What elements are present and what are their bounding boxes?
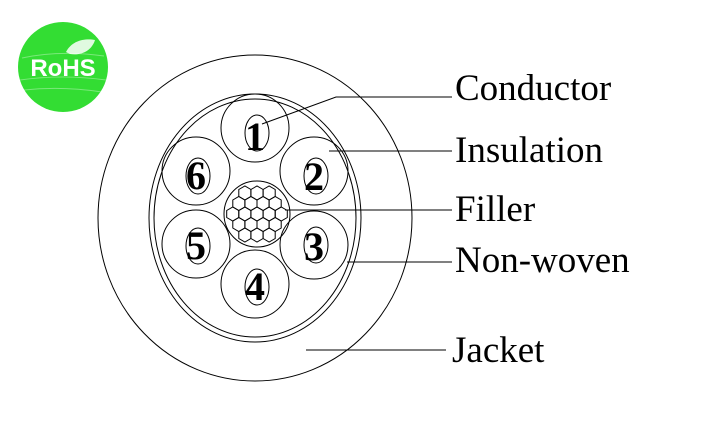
central-filler [223, 180, 291, 248]
core-2: 2 [279, 136, 349, 206]
jacket-outer [97, 54, 413, 382]
leaf-icon [66, 39, 95, 55]
core-5: 5 [161, 209, 231, 279]
filler-hex-cell [250, 227, 264, 243]
core-1: 1 [220, 93, 290, 163]
core-number-1: 1 [245, 114, 265, 159]
leader-conductor [261, 96, 452, 125]
label-nonwoven: Non-woven [455, 240, 630, 281]
rohs-badge-text: RoHS [30, 55, 95, 82]
core-number-2: 2 [304, 154, 324, 199]
core-number-6: 6 [186, 153, 206, 198]
core-6: 6 [161, 136, 231, 206]
label-filler: Filler [455, 189, 535, 230]
filler-hex-cell [262, 227, 276, 243]
label-insulation: Insulation [455, 130, 603, 171]
core-number-5: 5 [186, 223, 206, 268]
core-4: 4 [220, 249, 290, 319]
core-number-4: 4 [245, 264, 265, 309]
core-3: 3 [279, 210, 349, 280]
nonwoven-layer-inner [153, 98, 357, 338]
label-conductor: Conductor [455, 68, 611, 109]
core-number-3: 3 [304, 224, 324, 269]
filler-hex-cell [238, 227, 252, 243]
label-jacket: Jacket [452, 330, 545, 371]
rohs-badge: RoHS [18, 22, 108, 112]
